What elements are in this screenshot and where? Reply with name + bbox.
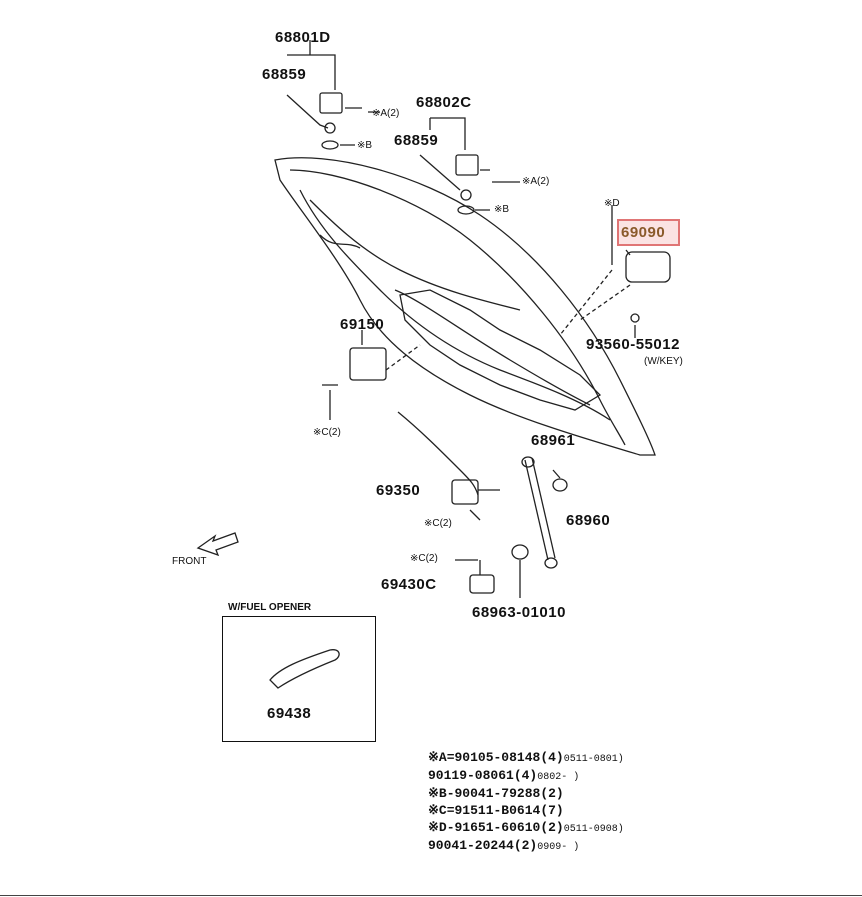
legend-code: ※C=91511-B0614 bbox=[428, 803, 541, 818]
label-69438[interactable]: 69438 bbox=[267, 705, 312, 722]
legend-code: ※B-90041-79288 bbox=[428, 786, 541, 801]
legend-qty: (2) bbox=[540, 820, 564, 835]
label-69350[interactable]: 69350 bbox=[376, 482, 421, 499]
label-c2-mid: ※C(2) bbox=[424, 518, 452, 529]
inset-box bbox=[222, 616, 376, 742]
legend-code: 90041-20244 bbox=[428, 838, 514, 853]
trunk-lid-inner bbox=[289, 169, 626, 446]
legend-code: ※A=90105-08148 bbox=[428, 750, 541, 765]
legend-code: ※D-91651-60610 bbox=[428, 820, 541, 835]
legend-qty: (4) bbox=[540, 750, 564, 765]
label-69090[interactable]: 69090 bbox=[621, 224, 666, 241]
legend-row: ※C=91511-B0614(7) bbox=[428, 803, 564, 818]
label-b-top: ※B bbox=[357, 140, 373, 151]
legend-row: ※D-91651-60610(2)0511-0908) bbox=[428, 820, 624, 835]
label-b-mid: ※B bbox=[494, 204, 510, 215]
label-68801d[interactable]: 68801D bbox=[275, 29, 331, 46]
label-front: FRONT bbox=[172, 556, 207, 567]
legend-qty: (2) bbox=[540, 786, 564, 801]
legend-qty: (2) bbox=[513, 838, 538, 853]
label-68859-a[interactable]: 68859 bbox=[262, 66, 307, 83]
legend-qty: (7) bbox=[540, 803, 564, 818]
label-68960[interactable]: 68960 bbox=[566, 512, 611, 529]
label-a2-top: ※A(2) bbox=[372, 108, 400, 119]
legend-row: 90119-08061(4)0802- ) bbox=[428, 768, 579, 783]
label-c2-left: ※C(2) bbox=[313, 427, 341, 438]
label-68802c[interactable]: 68802C bbox=[416, 94, 472, 111]
legend-range: 0511-0801) bbox=[563, 754, 624, 765]
legend-qty: (4) bbox=[513, 768, 538, 783]
bottom-divider bbox=[0, 895, 862, 896]
label-a2-mid: ※A(2) bbox=[522, 176, 550, 187]
trunk-lid-outline bbox=[274, 157, 656, 456]
highlight-box bbox=[617, 219, 680, 246]
label-68859-b[interactable]: 68859 bbox=[394, 132, 439, 149]
label-c2-low: ※C(2) bbox=[410, 553, 438, 564]
legend-range: 0909- ) bbox=[537, 842, 580, 853]
label-69150[interactable]: 69150 bbox=[340, 316, 385, 333]
legend-range: 0511-0908) bbox=[563, 824, 624, 835]
legend-row: ※A=90105-08148(4)0511-0801) bbox=[428, 750, 624, 765]
legend-row: 90041-20244(2)0909- ) bbox=[428, 838, 579, 853]
label-68963[interactable]: 68963-01010 bbox=[472, 604, 566, 621]
label-93560[interactable]: 93560-55012 bbox=[586, 336, 680, 353]
label-68961[interactable]: 68961 bbox=[531, 432, 576, 449]
legend-code: 90119-08061 bbox=[428, 768, 514, 783]
legend-row: ※B-90041-79288(2) bbox=[428, 786, 564, 801]
label-93560-note: (W/KEY) bbox=[644, 356, 683, 367]
legend-range: 0802- ) bbox=[537, 772, 580, 783]
label-69430c[interactable]: 69430C bbox=[381, 576, 437, 593]
inset-title: W/FUEL OPENER bbox=[228, 602, 312, 613]
label-d-right: ※D bbox=[604, 198, 620, 209]
